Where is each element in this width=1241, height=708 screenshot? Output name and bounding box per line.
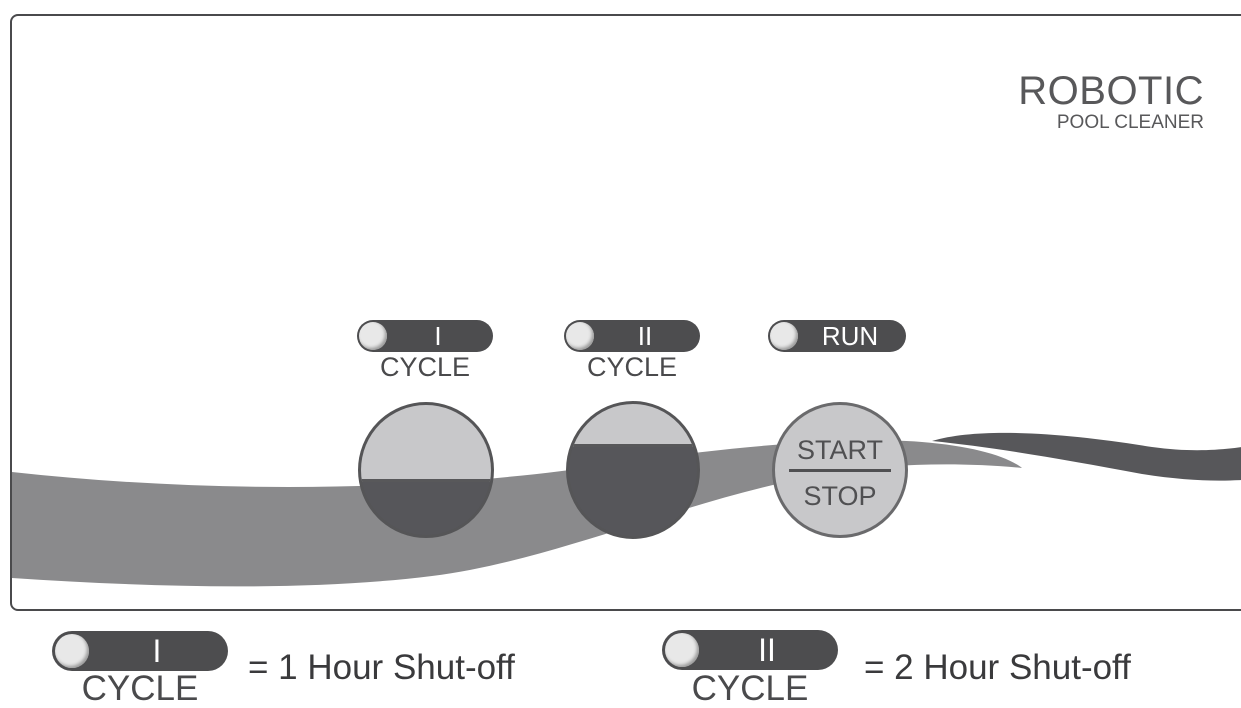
run-indicator: RUN xyxy=(768,320,906,352)
control-panel: ROBOTIC POOL CLEANER I CYCLE II CYCLE RU… xyxy=(10,14,1241,611)
brand-title: ROBOTIC xyxy=(1018,69,1204,113)
legend-cycle-2-indicator: II xyxy=(662,630,838,670)
legend-cycle-1-meaning: = 1 Hour Shut-off xyxy=(248,648,515,687)
legend-cycle-1-roman: I xyxy=(152,633,162,669)
brand-subtitle: POOL CLEANER xyxy=(1056,112,1204,133)
led-icon xyxy=(665,633,699,667)
wave-light-band xyxy=(12,440,1022,587)
cycle-1-button[interactable] xyxy=(358,402,494,538)
legend-cycle-2-roman: II xyxy=(758,632,776,668)
led-icon xyxy=(566,322,594,350)
start-stop-button[interactable]: START STOP xyxy=(772,402,908,538)
legend-cycle-1-caption: CYCLE xyxy=(81,669,199,708)
cycle-2-button-top xyxy=(569,404,697,447)
divider xyxy=(789,469,891,472)
cycle-2-indicator: II xyxy=(564,320,700,352)
cycle-2-caption: CYCLE xyxy=(586,352,678,382)
cycle-2-indicator-label: II xyxy=(637,321,653,351)
led-icon xyxy=(55,634,89,668)
led-icon xyxy=(770,322,798,350)
brand-logo: ROBOTIC POOL CLEANER xyxy=(1018,70,1204,133)
cycle-1-caption: CYCLE xyxy=(379,352,471,382)
wave-dark-band xyxy=(932,432,1241,481)
cycle-1-button-top xyxy=(361,405,491,482)
led-icon xyxy=(359,322,387,350)
cycle-1-indicator-label: I xyxy=(434,321,442,351)
legend-cycle-2-meaning: = 2 Hour Shut-off xyxy=(864,648,1131,687)
legend-cycle-2-caption: CYCLE xyxy=(691,669,809,708)
run-indicator-label: RUN xyxy=(821,321,879,351)
legend-cycle-1-indicator: I xyxy=(52,631,228,671)
start-label: START xyxy=(796,435,883,465)
decorative-wave xyxy=(12,432,1241,587)
cycle-1-indicator: I xyxy=(357,320,493,352)
cycle-2-button[interactable] xyxy=(566,401,700,539)
stop-label: STOP xyxy=(803,481,877,511)
